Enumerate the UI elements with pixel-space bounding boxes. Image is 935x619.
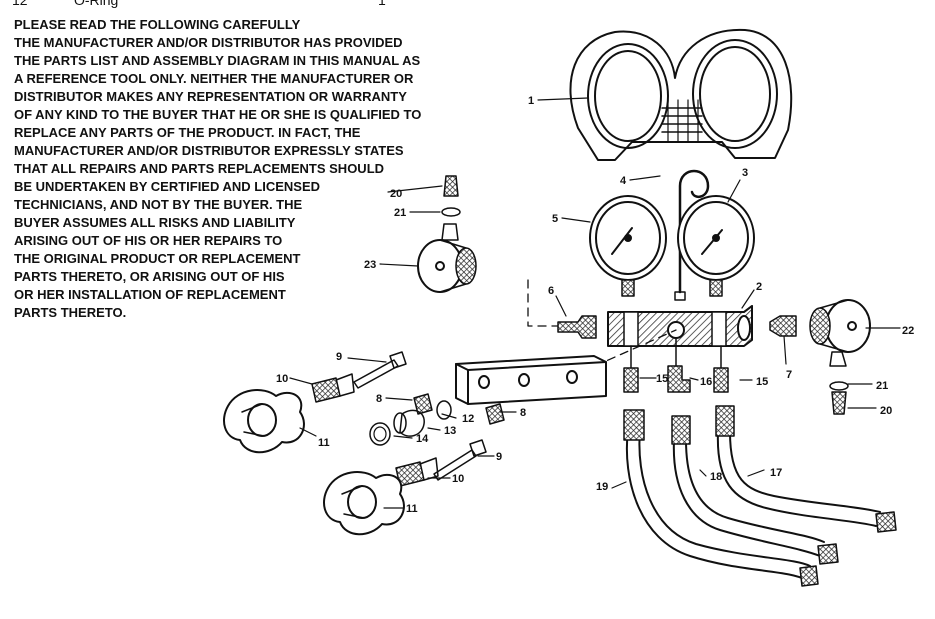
fitting-upper-left (443, 175, 459, 197)
hose-middle (671, 415, 839, 565)
mounting-bracket (455, 355, 607, 405)
disclaimer-line: ARISING OUT OF HIS OR HER REPAIRS TO (14, 233, 283, 248)
header-item-name: O-Ring (74, 0, 119, 8)
callout-2: 2 (756, 281, 762, 293)
callout-15-right: 15 (756, 376, 768, 388)
disclaimer-line: THE ORIGINAL PRODUCT OR REPLACEMENT (14, 251, 301, 266)
disclaimer-line: OF ANY KIND TO THE BUYER THAT HE OR SHE … (14, 107, 422, 122)
callout-8-left: 8 (376, 393, 382, 405)
valve-stem-upper (311, 377, 341, 403)
disclaimer-line: PARTS THERETO, OR ARISING OUT OF HIS (14, 269, 285, 284)
disclaimer-line: PLEASE READ THE FOLLOWING CAREFULLY (14, 17, 301, 32)
callout-11-lower: 11 (406, 503, 418, 515)
disclaimer-line: A REFERENCE TOOL ONLY. NEITHER THE MANUF… (14, 71, 414, 86)
header-item-number: 12 (12, 0, 28, 8)
gauge-protective-boot (569, 28, 793, 161)
disclaimer-line: DISTRIBUTOR MAKES ANY REPRESENTATION OR … (14, 89, 407, 104)
disclaimer-line: THAT ALL REPAIRS AND PARTS REPLACEMENTS … (14, 161, 385, 176)
seat-lower (485, 403, 505, 425)
callout-12: 12 (462, 413, 474, 425)
disclaimer-line: BUYER ASSUMES ALL RISKS AND LIABILITY (14, 215, 296, 230)
fitting-lower-right (831, 391, 847, 415)
callout-10-lower: 10 (452, 473, 464, 485)
callout-7: 7 (786, 369, 792, 381)
hose-right (715, 405, 897, 533)
callout-13: 13 (444, 425, 456, 437)
valve-knob-lower (323, 471, 405, 536)
callout-21-right: 21 (876, 380, 888, 392)
piston (399, 409, 425, 437)
valve-knob-upper (223, 389, 305, 454)
header-qty: 1 (378, 0, 386, 8)
callout-1: 1 (528, 95, 534, 107)
hanger-hook (678, 169, 710, 294)
disclaimer-line: THE MANUFACTURER AND/OR DISTRIBUTOR HAS … (14, 35, 403, 50)
callout-3: 3 (742, 167, 748, 179)
disclaimer-text: PLEASE READ THE FOLLOWING CAREFULLY THE … (14, 16, 444, 322)
callout-20-right: 20 (880, 405, 892, 417)
disclaimer-line: OR HER INSTALLATION OF REPLACEMENT (14, 287, 286, 302)
disclaimer-line: BE UNDERTAKEN BY CERTIFIED AND LICENSED (14, 179, 321, 194)
callout-19: 19 (596, 481, 608, 493)
manifold-body (607, 305, 753, 347)
callout-22: 22 (902, 325, 914, 337)
high-pressure-gauge (677, 195, 755, 297)
callout-10-upper: 10 (276, 373, 288, 385)
coupler-right (769, 315, 797, 337)
low-pressure-gauge (589, 195, 667, 297)
callout-23: 23 (364, 259, 376, 271)
callout-17: 17 (770, 467, 782, 479)
left-hose-holder (417, 223, 477, 293)
callout-21-left: 21 (394, 207, 406, 219)
callout-4: 4 (620, 175, 627, 187)
callout-9-upper: 9 (336, 351, 342, 363)
right-hose-holder (809, 299, 871, 367)
seat-upper (413, 393, 433, 415)
disclaimer-line: MANUFACTURER AND/OR DISTRIBUTOR EXPRESSL… (14, 143, 404, 158)
disclaimer-line: TECHNICIANS, AND NOT BY THE BUYER. THE (14, 197, 303, 212)
disclaimer-line: PARTS THERETO. (14, 305, 127, 320)
callout-15-left: 15 (656, 373, 668, 385)
callout-20-left: 20 (390, 188, 402, 200)
callout-18: 18 (710, 471, 722, 483)
coupler-left (557, 315, 597, 339)
callout-6: 6 (548, 285, 554, 297)
disclaimer-line: THE PARTS LIST AND ASSEMBLY DIAGRAM IN T… (14, 53, 421, 68)
o-ring (436, 400, 452, 420)
cap (369, 422, 391, 446)
callout-8-right: 8 (520, 407, 526, 419)
header-fragment: 12 O-Ring 1 (12, 0, 386, 8)
callout-16: 16 (700, 376, 712, 388)
callout-11-upper: 11 (318, 437, 330, 449)
hose-left (623, 409, 819, 587)
callout-9-lower: 9 (496, 451, 502, 463)
screw-upper (353, 359, 399, 389)
callout-14: 14 (416, 433, 429, 445)
callout-labels: 1 2 3 4 5 6 7 8 8 9 9 10 10 11 11 12 13 … (276, 95, 914, 515)
callout-5: 5 (552, 213, 558, 225)
disclaimer-line: REPLACE ANY PARTS OF THE PRODUCT. IN FAC… (14, 125, 361, 140)
